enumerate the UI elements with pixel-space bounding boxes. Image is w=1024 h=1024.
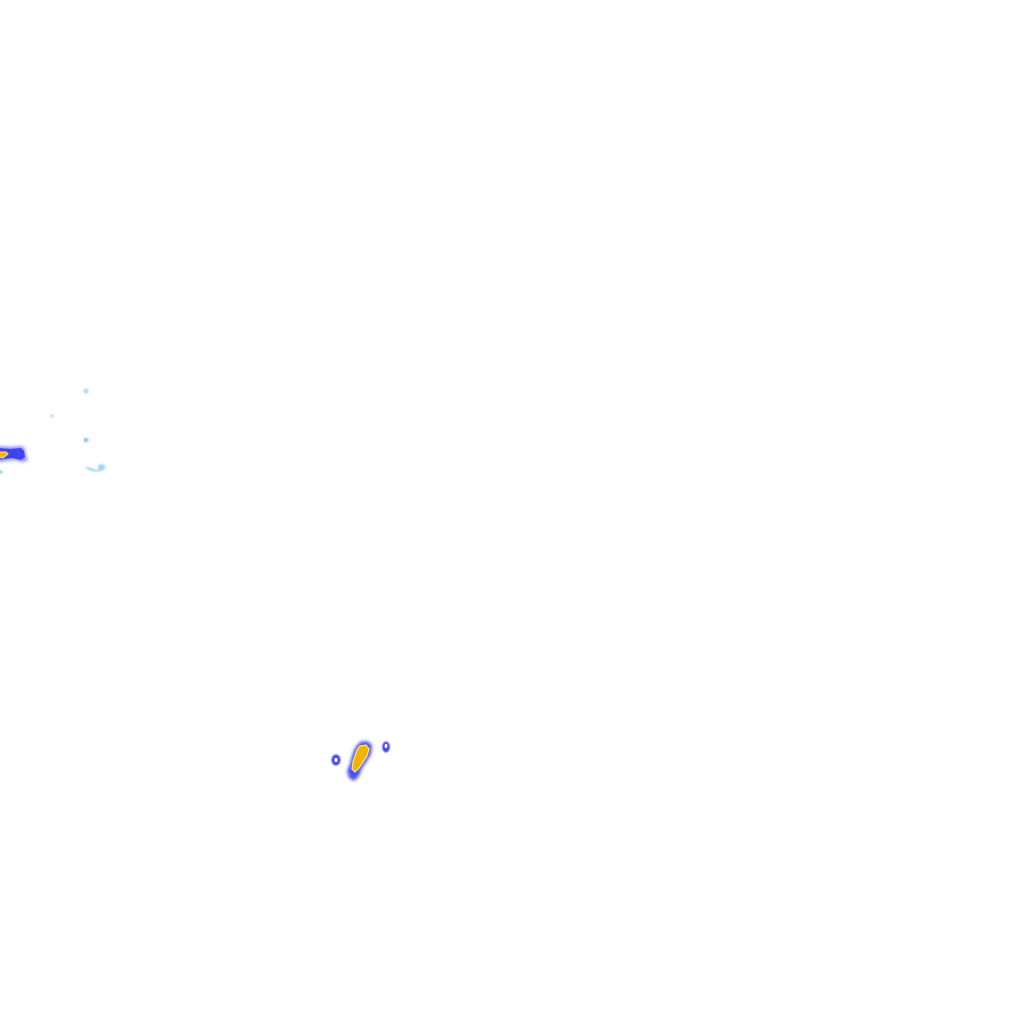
light-precip-dot: [83, 388, 89, 394]
precip-echo-south-satellite-east: [382, 741, 390, 753]
precip-echo-south-satellite-west: [331, 754, 341, 766]
moderate-precip-west-core: [0, 448, 25, 460]
light-precip-dot: [98, 464, 104, 470]
precip-echo-south-cell: [347, 741, 372, 781]
light-precip-west-fleck: [0, 470, 3, 474]
moderate-precip-satellite-core: [334, 757, 338, 763]
heavy-precip-south-core: [351, 744, 370, 773]
precip-echo-west-band: [0, 446, 28, 474]
precip-echo-light-cluster: [50, 388, 106, 472]
light-precip-dot: [83, 437, 89, 443]
heavy-precip-west: [0, 451, 9, 459]
moderate-precip-satellite-core: [384, 743, 388, 749]
light-precip-dot: [50, 414, 54, 418]
